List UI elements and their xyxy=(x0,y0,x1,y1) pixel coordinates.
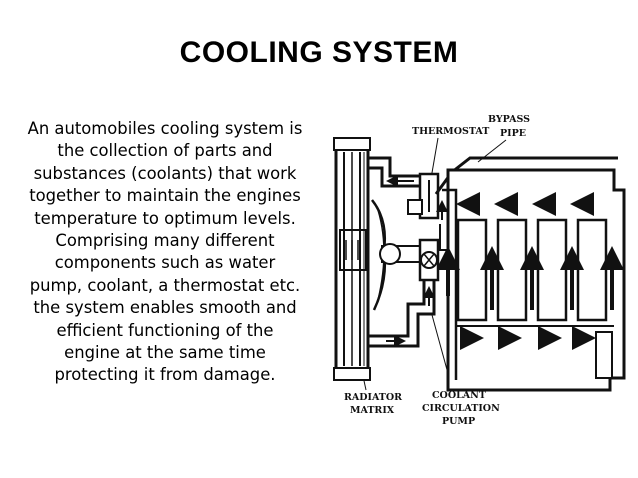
radiator-matrix-label-2: MATRIX xyxy=(350,405,395,416)
lower-hose xyxy=(368,280,436,348)
thermostat xyxy=(407,172,440,220)
slide-title: COOLING SYSTEM xyxy=(179,36,459,69)
body-line: protecting it from damage. xyxy=(54,365,276,385)
pump-label-3: PUMP xyxy=(442,416,475,427)
fan xyxy=(371,199,429,311)
body-line: pump, coolant, a thermostat etc. xyxy=(29,275,301,295)
pump-label-1: COOLANT xyxy=(432,390,486,401)
coolant-flow-arrows xyxy=(436,192,624,350)
body-line: substances (coolants) that work xyxy=(33,163,297,183)
body-paragraph: An automobiles cooling system is the col… xyxy=(2,118,328,387)
bypass-pipe-label-1: BYPASS xyxy=(488,114,530,125)
pump-label-2: CIRCULATION xyxy=(422,403,500,414)
body-line: the collection of parts and xyxy=(57,141,273,161)
body-line: components such as water xyxy=(54,253,276,273)
body-line: efficient functioning of the xyxy=(56,320,274,340)
bypass-pipe-label-2: PIPE xyxy=(500,128,526,139)
body-line: temperature to optimum levels. xyxy=(34,208,296,228)
thermostat-label: THERMOSTAT xyxy=(412,126,489,137)
radiator-matrix-label-1: RADIATOR xyxy=(344,392,402,403)
cooling-system-diagram: THERMOSTAT BYPASS PIPE RADIATOR MATRIX C… xyxy=(328,100,638,440)
body-line: An automobiles cooling system is xyxy=(27,119,303,138)
body-line: engine at the same time xyxy=(64,343,266,363)
coolant-pump xyxy=(418,238,440,282)
body-line: the system enables smooth and xyxy=(33,298,297,318)
radiator xyxy=(333,137,371,381)
upper-hose xyxy=(368,156,424,188)
body-line: Comprising many different xyxy=(55,231,275,251)
body-line: together to maintain the engines xyxy=(29,186,301,206)
cooling-system-drawing: THERMOSTAT BYPASS PIPE RADIATOR MATRIX C… xyxy=(333,114,626,427)
engine-block xyxy=(442,168,626,392)
